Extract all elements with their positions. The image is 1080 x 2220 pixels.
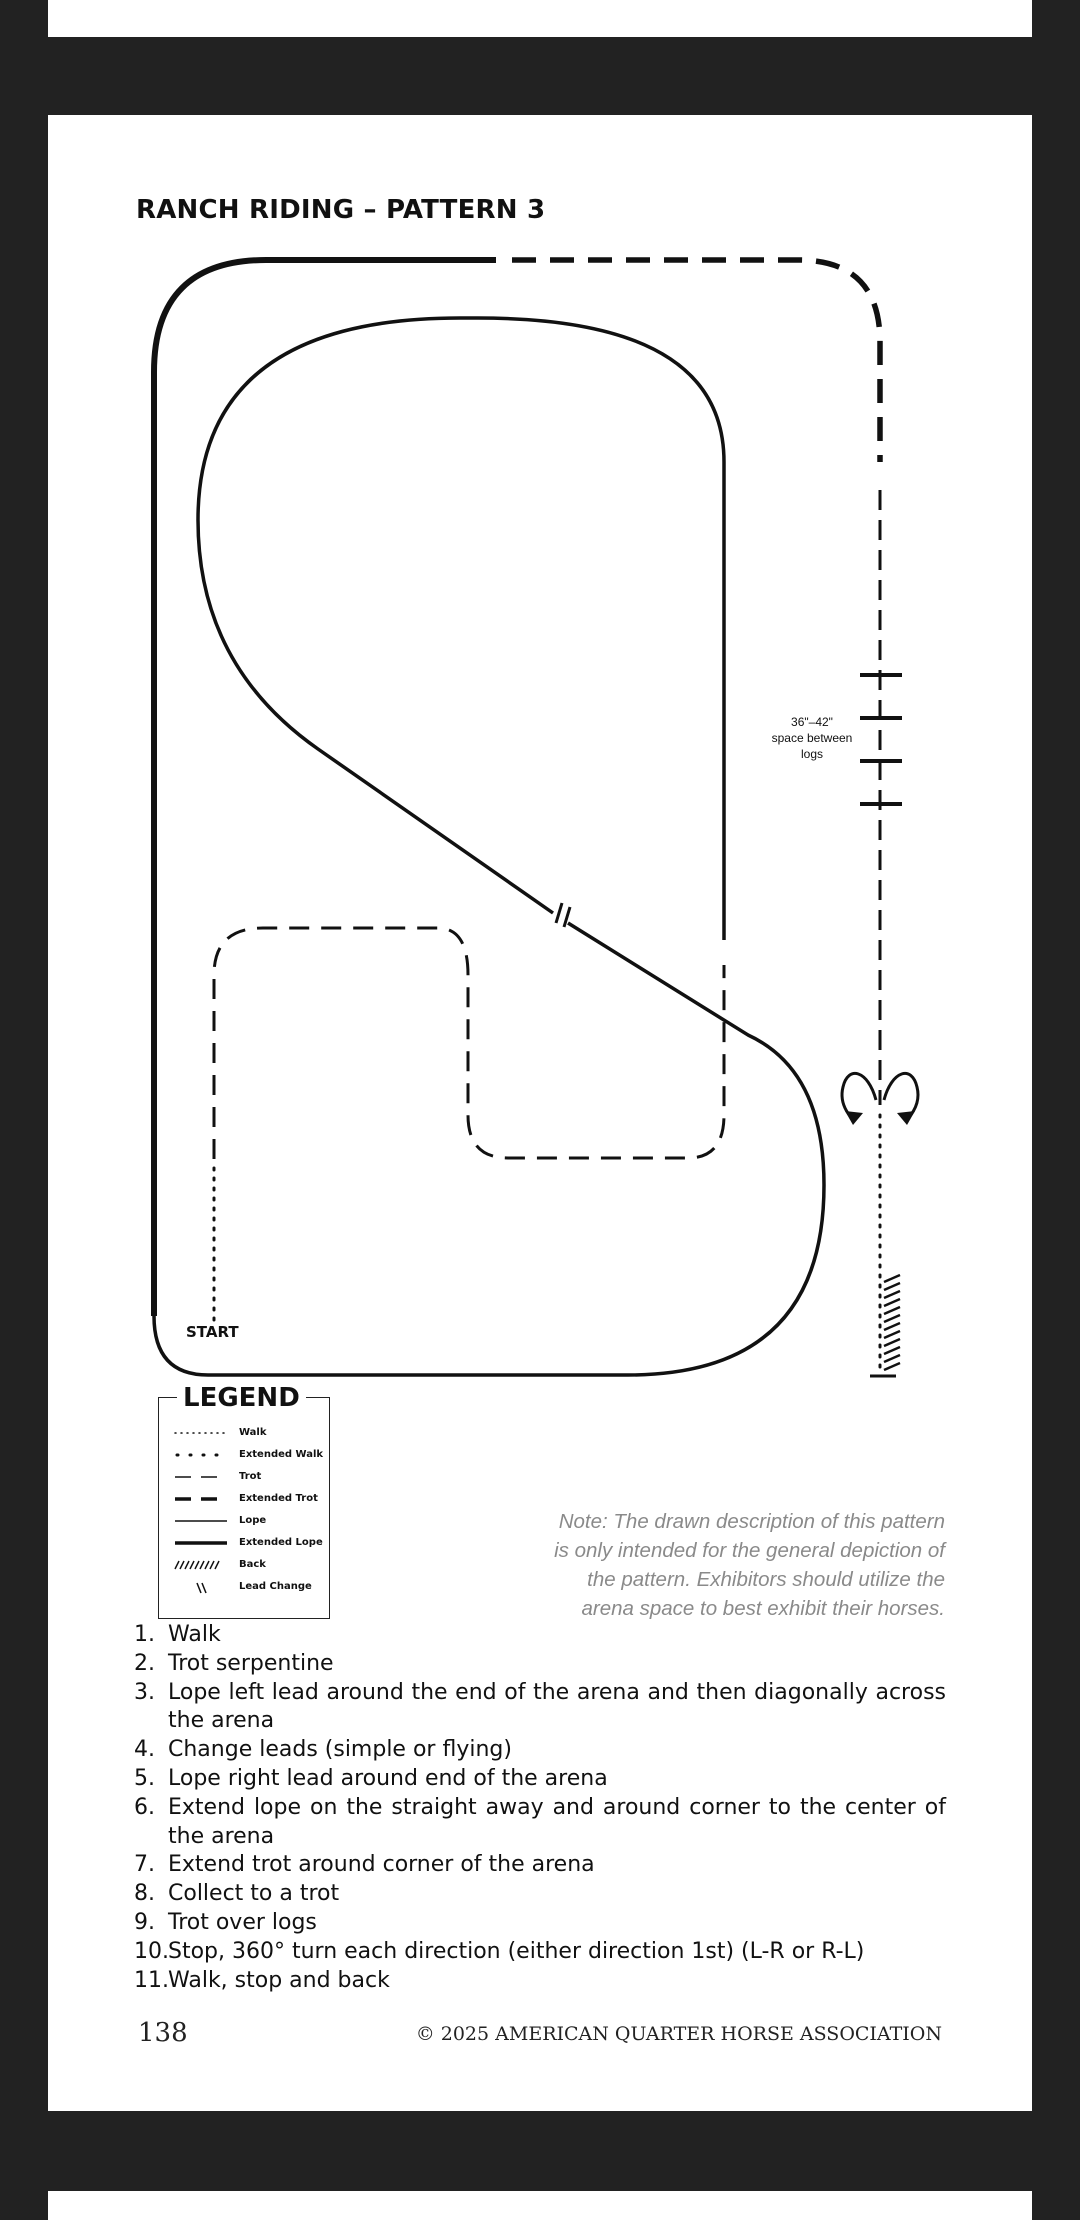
extended-trot-path [512,257,883,462]
pattern-diagram: START 36"–42" space between logs [151,257,920,1378]
legend-item-lope: Lope [159,1512,329,1534]
pattern-note: Note: The drawn description of this patt… [554,1510,945,1620]
step-item: 7.Extend trot around corner of the arena [134,1852,595,1878]
lope-path [152,921,826,1377]
legend-item-walk: Walk [159,1424,329,1446]
copyright-footer: © 2025 AMERICAN QUARTER HORSE ASSOCIATIO… [415,2023,942,2045]
legend-item-trot: Trot [159,1468,329,1490]
turn-left-arrow [845,1111,863,1125]
pattern-title: RANCH RIDING – PATTERN 3 [136,195,546,225]
legend-label: Extended Lope [239,1537,323,1548]
legend-label: Extended Walk [239,1449,324,1460]
legend-label: Extended Trot [239,1493,318,1504]
legend-title: LEGEND [177,1384,306,1412]
next-page-edge [48,2191,1032,2220]
step-item: 9.Trot over logs [134,1909,317,1935]
log-note-line2: space between [772,731,853,745]
start-label: START [186,1323,239,1341]
legend-item-extended-trot: Extended Trot [159,1490,329,1512]
extended-lope-path [151,257,496,1316]
step-item: 5.Lope right lead around end of the aren… [134,1765,608,1791]
step-item: 10.Stop, 360° turn each direction (eithe… [134,1938,865,1964]
logs [860,673,902,806]
legend-label: Lead Change [239,1581,312,1592]
previous-page-edge [48,0,1032,37]
legend-item-lead-change: Lead Change [159,1578,329,1600]
step-item: 8.Collect to a trot [134,1881,340,1907]
step-item: 1.Walk [134,1622,221,1647]
legend-label: Lope [239,1515,267,1526]
legend-box: LEGEND Walk Extended Walk Trot Extended … [158,1384,330,1619]
document-page: RANCH RIDING – PATTERN 3 [48,115,1032,2111]
legend-item-extended-walk: Extended Walk [159,1446,329,1468]
step-item: 6.Extend lope on the straight away and a… [134,1794,946,1849]
step-item: 11.Walk, stop and back [134,1967,390,1993]
turn-right-arrow [897,1111,915,1125]
step-item: 4.Change leads (simple or flying) [134,1737,512,1763]
step-item: 3.Lope left lead around the end of the a… [134,1679,946,1734]
legend-label: Back [239,1559,266,1570]
legend-item-back: Back [159,1556,329,1578]
trot-serpentine-path [212,926,726,1160]
page-number: 138 [138,2018,188,2048]
legend-label: Walk [239,1427,267,1438]
legend-label: Trot [239,1471,262,1482]
log-note-line1: 36"–42" [791,715,833,729]
lead-change-mark [554,902,572,928]
log-note-line3: logs [801,747,823,761]
lope-diagonal-path [196,316,726,940]
step-item: 2.Trot serpentine [134,1650,334,1676]
back-hatch [883,1273,901,1372]
pattern-steps-list: 1.Walk 2.Trot serpentine 3.Lope left lea… [134,1621,946,1995]
legend-item-extended-lope: Extended Lope [159,1534,329,1556]
